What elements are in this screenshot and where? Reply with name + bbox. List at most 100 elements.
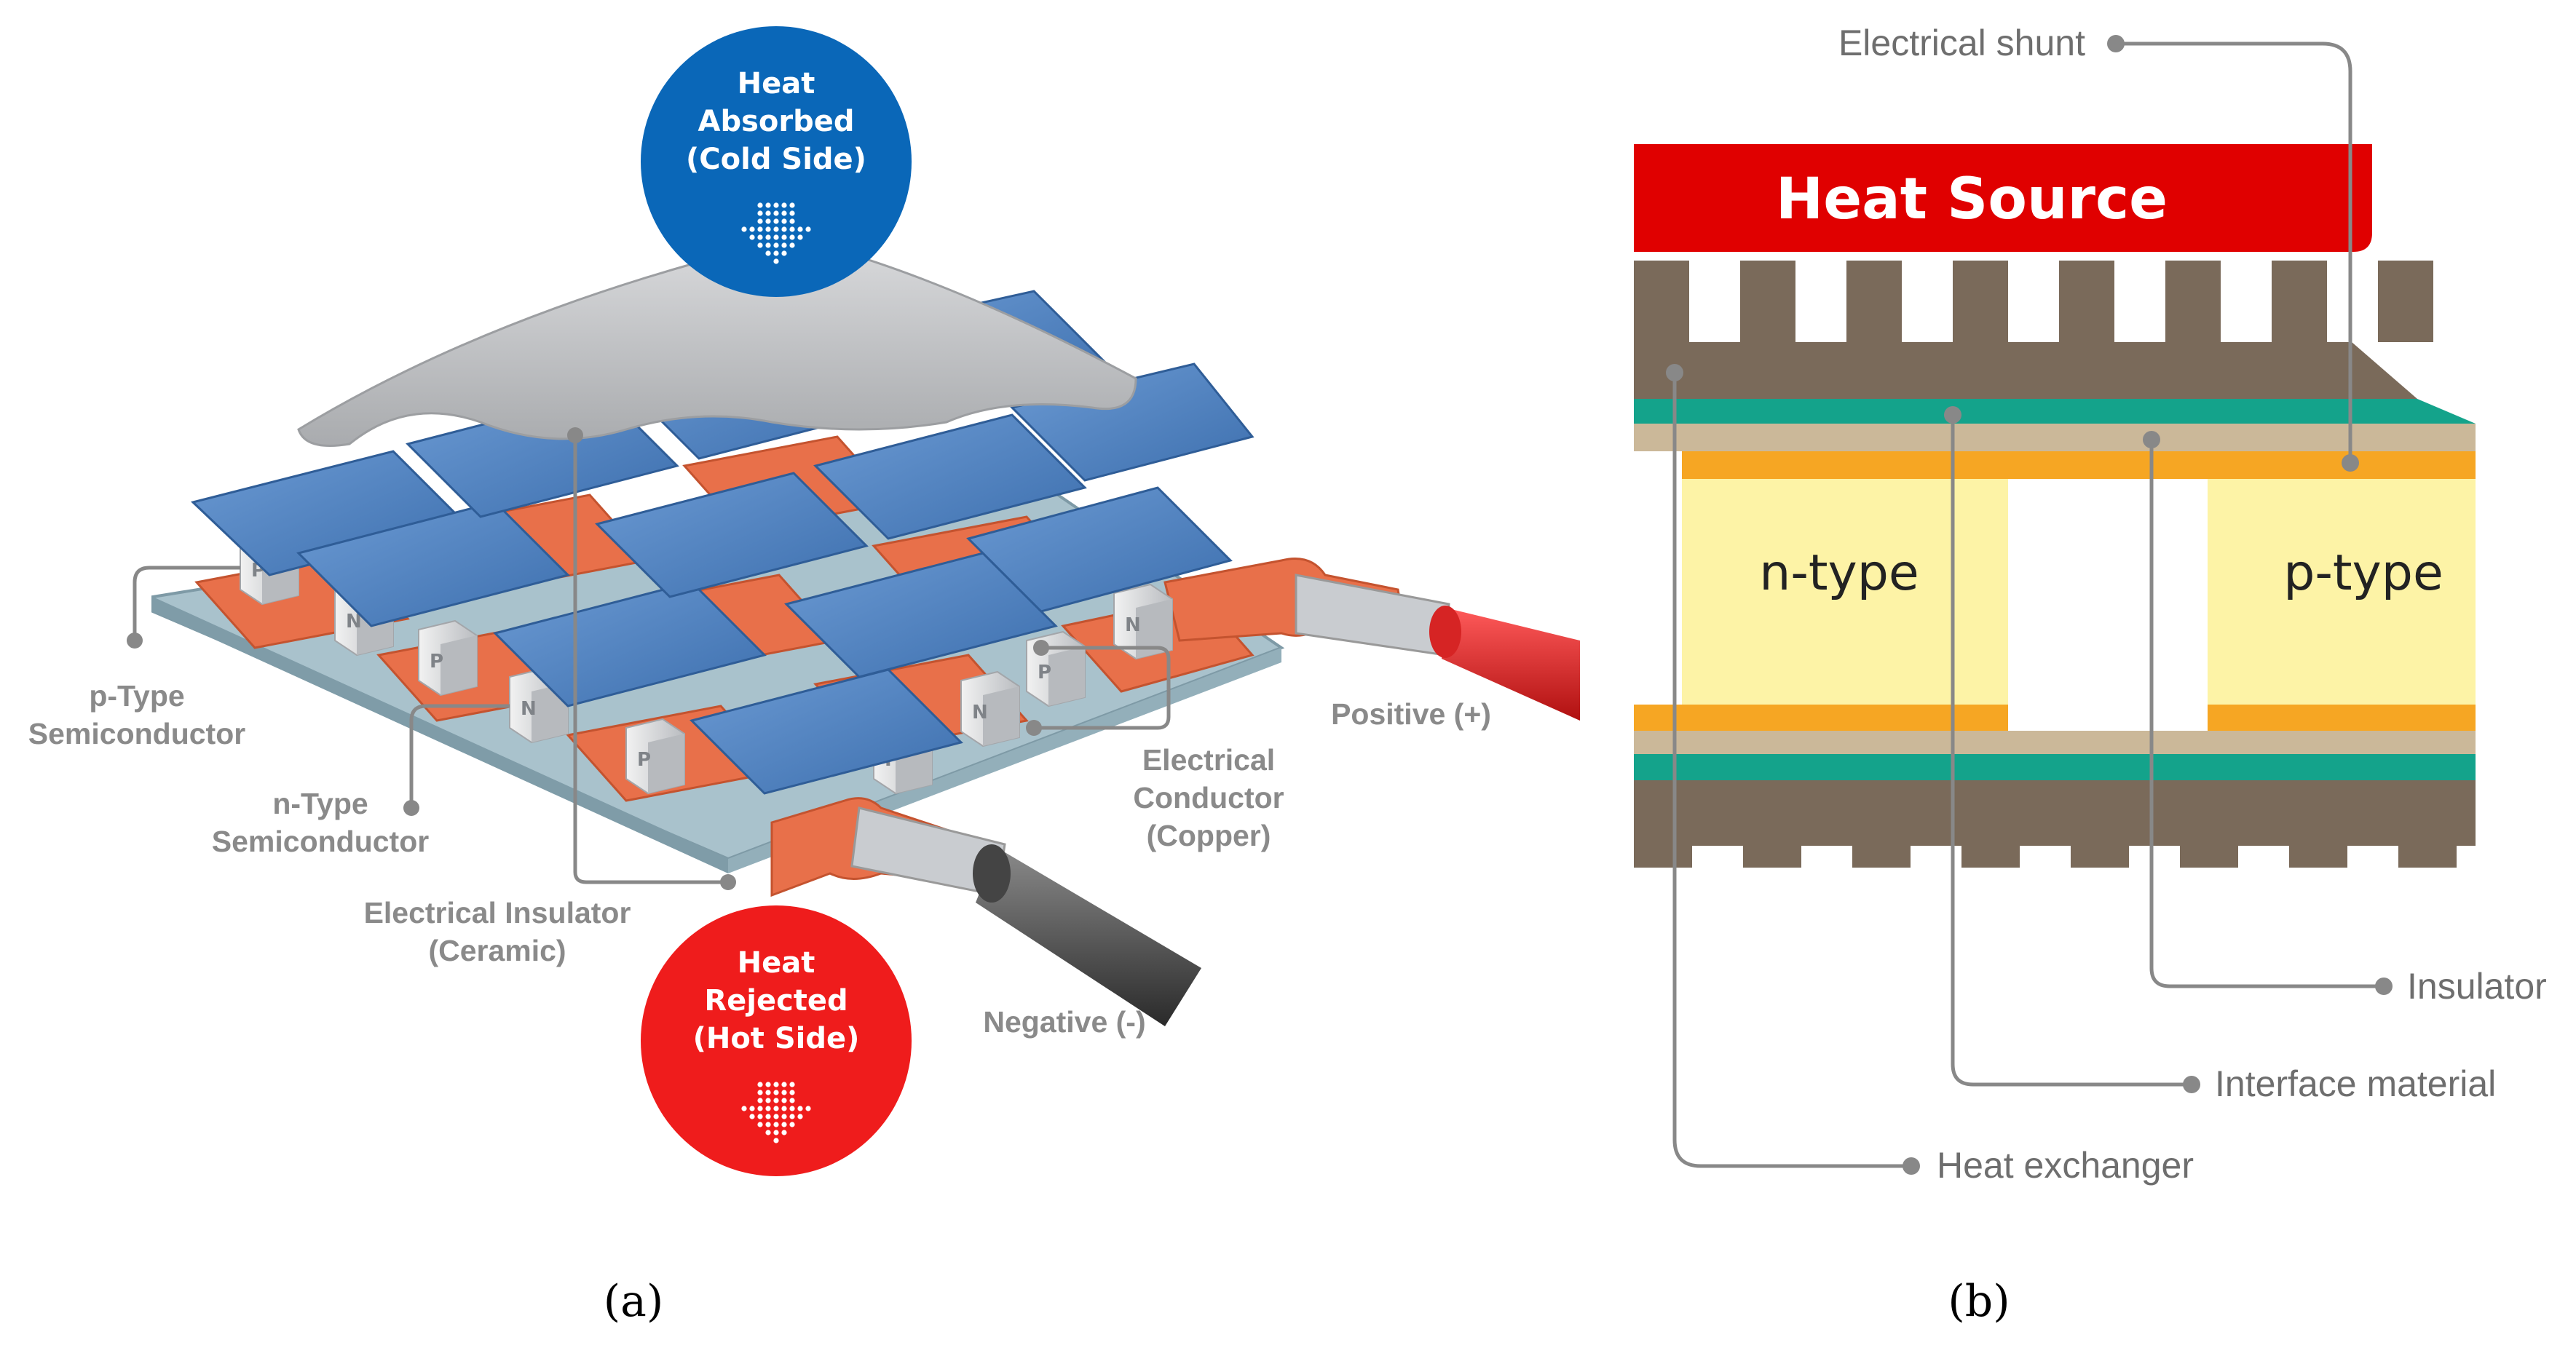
arrow-dot: [781, 1114, 787, 1119]
arrow-dot: [773, 202, 779, 208]
down-arrow-icon: [741, 202, 811, 264]
heat-absorbed-badge: Heat Absorbed (Cold Side): [641, 26, 912, 297]
fin: [1634, 846, 1692, 868]
conductor-label-line3: (Copper): [1147, 819, 1271, 852]
arrow-dot: [781, 202, 787, 208]
fin: [2378, 261, 2433, 342]
arrow-dot: [797, 226, 803, 232]
arrow-dot: [765, 1082, 771, 1087]
n-type-leader: [409, 704, 510, 808]
leg-letter: N: [972, 702, 988, 723]
arrow-dot: [789, 242, 795, 248]
p-type-leg: [2208, 479, 2476, 705]
arrow-dot: [773, 1090, 779, 1095]
arrow-dot: [781, 210, 787, 216]
caption-a: (a): [604, 1276, 664, 1327]
arrow-dot: [773, 1098, 779, 1103]
arrow-dot: [773, 1106, 779, 1111]
arrow-dot: [789, 226, 795, 232]
heat-rejected-badge: Heat Rejected (Hot Side): [641, 905, 912, 1176]
conductor-label-line2: Conductor: [1133, 781, 1284, 814]
arrow-dot: [789, 1106, 795, 1111]
arrow-dot: [765, 1122, 771, 1127]
arrow-dot: [757, 1114, 763, 1119]
conductor-leader: [1034, 646, 1171, 730]
arrow-dot: [757, 242, 763, 248]
fin: [1961, 846, 2020, 868]
caption-b: (b): [1948, 1276, 2010, 1327]
arrow-dot: [741, 226, 747, 232]
bottom-insulator-layer: [1634, 731, 2476, 754]
heat-rejected-line3: (Hot Side): [693, 1022, 860, 1055]
arrow-dot: [749, 226, 755, 232]
arrow-dot: [757, 1090, 763, 1095]
n-type-label-line2: Semiconductor: [212, 825, 429, 858]
arrow-dot: [757, 226, 763, 232]
arrow-dot: [797, 234, 803, 240]
insulator-leader-b: [2149, 440, 2384, 988]
arrow-dot: [757, 1098, 763, 1103]
heat-source-bar: [1634, 144, 2372, 252]
arrow-dot: [781, 1106, 787, 1111]
arrow-dot: [773, 1122, 779, 1127]
arrow-dot: [741, 1106, 747, 1111]
arrow-dot: [773, 210, 779, 216]
p-type-leg: P: [625, 718, 685, 795]
arrow-dot: [789, 1098, 795, 1103]
fin: [1634, 261, 1689, 342]
arrow-dot: [805, 1106, 811, 1111]
leg-letter: N: [521, 698, 537, 720]
arrow-dot: [781, 1090, 787, 1095]
arrow-dot: [781, 218, 787, 224]
arrow-dot: [765, 242, 771, 248]
top-insulator-layer: [1634, 424, 2476, 451]
arrow-dot: [789, 1122, 795, 1127]
down-arrow-icon: [741, 1082, 811, 1143]
arrow-dot: [789, 1114, 795, 1119]
arrow-dot: [773, 250, 779, 256]
arrow-dot: [749, 234, 755, 240]
arrow-dot: [749, 1114, 755, 1119]
arrow-dot: [805, 226, 811, 232]
fin: [1852, 846, 1911, 868]
arrow-dot: [789, 1090, 795, 1095]
fin: [2071, 846, 2129, 868]
arrow-dot: [781, 1130, 787, 1135]
arrow-dot: [781, 1098, 787, 1103]
arrow-dot: [797, 1114, 803, 1119]
arrow-dot: [765, 234, 771, 240]
arrow-dot: [773, 242, 779, 248]
exchanger-leader: [1672, 373, 1911, 1168]
arrow-dot: [781, 242, 787, 248]
arrow-dot: [765, 218, 771, 224]
heat-absorbed-line3: (Cold Side): [686, 143, 866, 176]
layer-cross-section: Heat Source n-type p-type Elec: [1634, 23, 2547, 1327]
arrow-dot: [757, 234, 763, 240]
heat-absorbed-line1: Heat: [738, 67, 815, 100]
arrow-dot: [781, 1122, 787, 1127]
leg-letter: N: [346, 611, 362, 633]
arrow-dot: [773, 234, 779, 240]
arrow-dot: [773, 1114, 779, 1119]
n-type-label-line1: n-Type: [272, 787, 368, 820]
top-interface-layer: [1634, 399, 2476, 424]
arrow-dot: [789, 1082, 795, 1087]
arrow-dot: [773, 258, 779, 264]
p-type-leader: [133, 566, 240, 641]
fin: [1846, 261, 1902, 342]
arrow-dot: [765, 1114, 771, 1119]
negative-lead: [770, 797, 1201, 1026]
heat-rejected-line1: Heat: [738, 946, 815, 980]
bottom-shunt-p: [2208, 705, 2476, 731]
arrow-dot: [765, 1098, 771, 1103]
heat-source-label: Heat Source: [1776, 167, 2168, 232]
arrow-dot: [773, 226, 779, 232]
arrow-dot: [781, 234, 787, 240]
arrow-dot: [765, 226, 771, 232]
bottom-shunt-n: [1634, 705, 2008, 731]
bottom-heat-exchanger-base: [1634, 780, 2476, 846]
electrical-shunt-label: Electrical shunt: [1838, 23, 2085, 63]
arrow-dot: [797, 1106, 803, 1111]
conductor-label-line1: Electrical: [1142, 743, 1275, 777]
leg-letter: N: [1125, 614, 1141, 636]
